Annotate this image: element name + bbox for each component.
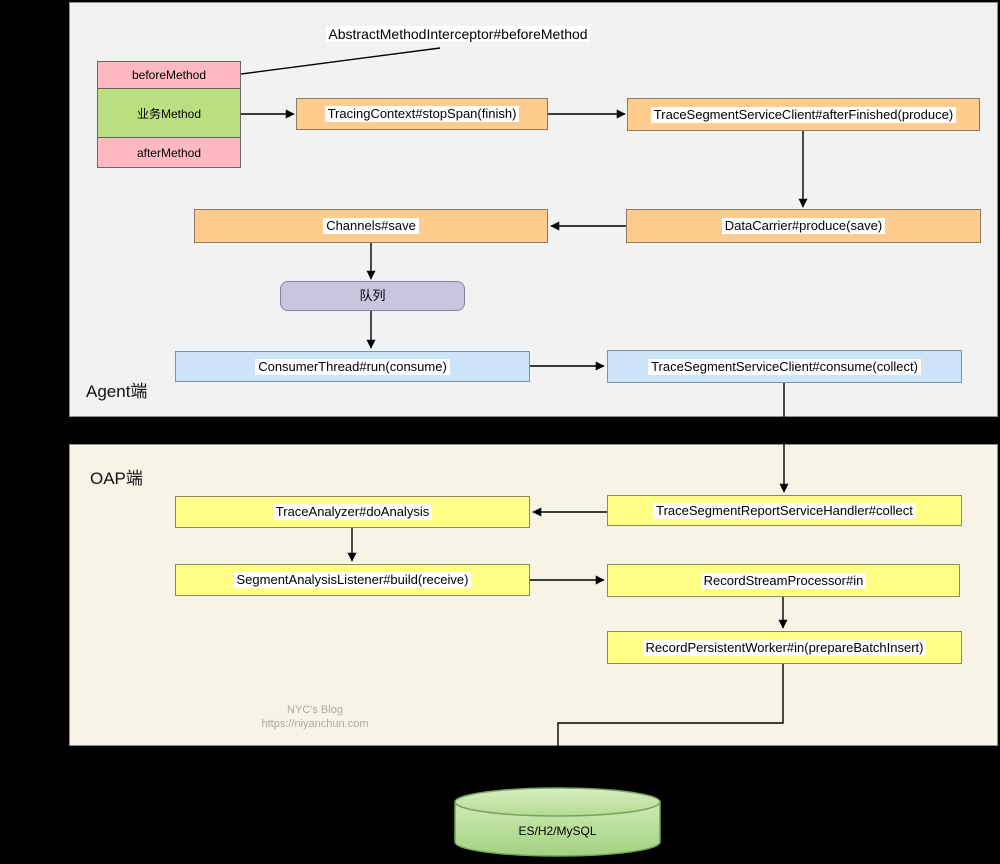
node-label: TraceAnalyzer#doAnalysis bbox=[272, 504, 433, 520]
node-label: TraceSegmentReportServiceHandler#collect bbox=[653, 502, 916, 519]
node-after-method: afterMethod bbox=[97, 137, 241, 168]
oap-section-label: OAP端 bbox=[90, 469, 143, 488]
node-before-method: beforeMethod bbox=[97, 61, 241, 89]
arrow-annotation-to-beforemethod bbox=[225, 47, 441, 80]
node-channels-save: Channels#save bbox=[194, 209, 548, 243]
node-tracing-context: TracingContext#stopSpan(finish) bbox=[296, 98, 548, 130]
node-business-method: 业务Method bbox=[97, 88, 241, 138]
watermark: NYC's Blog https://niyanchun.com bbox=[229, 703, 401, 731]
node-label: ConsumerThread#run(consume) bbox=[255, 358, 450, 375]
watermark-line2: https://niyanchun.com bbox=[261, 718, 369, 730]
node-label: 队列 bbox=[359, 288, 386, 303]
database-cylinder bbox=[454, 787, 661, 857]
node-consumer-thread: ConsumerThread#run(consume) bbox=[175, 351, 530, 382]
interceptor-stack: beforeMethod 业务Method afterMethod bbox=[97, 61, 241, 168]
node-record-stream: RecordStreamProcessor#in bbox=[607, 564, 960, 597]
annotation-label: AbstractMethodInterceptor#beforeMethod bbox=[300, 26, 616, 42]
node-queue: 队列 bbox=[280, 281, 465, 311]
node-label: TraceSegmentServiceClient#consume(collec… bbox=[648, 358, 921, 375]
node-label: TraceSegmentServiceClient#afterFinished(… bbox=[650, 106, 957, 123]
node-label: TracingContext#stopSpan(finish) bbox=[324, 106, 520, 122]
node-label: DataCarrier#produce(save) bbox=[721, 218, 886, 234]
node-data-carrier: DataCarrier#produce(save) bbox=[626, 209, 981, 243]
line-recordpersistent-to-database bbox=[557, 664, 784, 792]
node-label: afterMethod bbox=[136, 145, 202, 160]
watermark-line1: NYC's Blog bbox=[287, 704, 343, 716]
node-trace-analyzer: TraceAnalyzer#doAnalysis bbox=[175, 496, 530, 528]
node-label: SegmentAnalysisListener#build(receive) bbox=[233, 572, 472, 588]
node-consume-collect: TraceSegmentServiceClient#consume(collec… bbox=[607, 350, 962, 383]
node-report-handler: TraceSegmentReportServiceHandler#collect bbox=[607, 495, 962, 526]
annotation-text: AbstractMethodInterceptor#beforeMethod bbox=[326, 26, 590, 42]
node-record-persistent: RecordPersistentWorker#in(prepareBatchIn… bbox=[607, 631, 962, 664]
node-segment-listener: SegmentAnalysisListener#build(receive) bbox=[175, 564, 530, 596]
node-label: RecordPersistentWorker#in(prepareBatchIn… bbox=[642, 639, 927, 656]
agent-section-label: Agent端 bbox=[86, 382, 148, 401]
node-label: beforeMethod bbox=[131, 68, 207, 82]
database-label: ES/H2/MySQL bbox=[518, 824, 597, 838]
node-label: 业务Method bbox=[136, 106, 202, 121]
node-label: Channels#save bbox=[323, 218, 419, 234]
node-label: RecordStreamProcessor#in bbox=[700, 572, 867, 589]
node-after-finished: TraceSegmentServiceClient#afterFinished(… bbox=[627, 98, 980, 131]
